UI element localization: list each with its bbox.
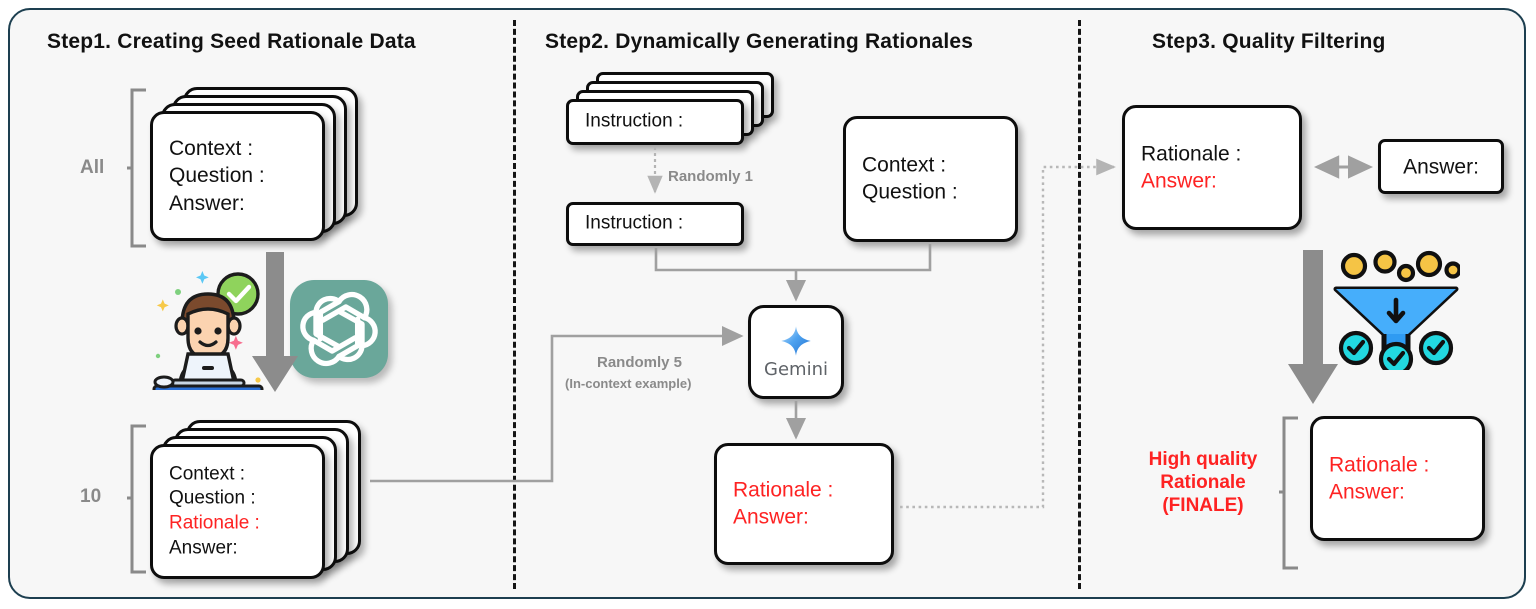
funnel-filter-icon [1333,250,1460,370]
person-at-laptop-icon [152,271,264,390]
gemini-label: Gemini [764,359,828,380]
candidate-rationale-text: Rationale : Answer: [1141,140,1241,195]
randomly-five-label: Randomly 5 [597,354,683,371]
step-divider-2 [1078,20,1081,589]
instruction-pool-text: Instruction : [585,110,684,132]
context-question-text: Context : Question : [862,152,958,207]
gold-answer-text: Answer: [1403,154,1479,178]
seed-card-line-answer: Answer: [169,191,245,215]
gemini-sparkle-icon [781,326,811,356]
context-line: Context : [862,153,947,177]
generated-rationale-text: Rationale : Answer: [733,477,833,532]
step3-down-arrow-icon [1288,250,1338,404]
ten-count-label: 10 [80,486,102,507]
step1-down-arrow-icon [252,252,298,392]
seed-card-line-context: Context : [169,137,254,161]
openai-logo-icon [290,280,388,378]
high-quality-final-label: High quality Rationale (FINALE) [1139,448,1267,518]
final-bracket [1279,416,1298,570]
candidate-rationale-line: Rationale : [1141,142,1242,166]
final-rationale-line: Rationale : [1329,453,1430,477]
final-label-line3: (FINALE) [1162,495,1244,517]
seed-card-text: Context : Question : Answer: [169,135,265,217]
rationale-card-line-context: Context : [169,463,246,485]
generated-rationale-line: Rationale : [733,478,834,502]
candidate-rationale-card[interactable]: Rationale : Answer: [1122,105,1302,230]
context-question-card[interactable]: Context : Question : [843,116,1018,242]
question-line: Question : [862,181,958,204]
gemini-model-card[interactable]: Gemini [748,305,844,399]
all-count-label: All [80,157,105,178]
seed-rationale-card[interactable]: Context : Question : Rationale : Answer: [150,444,325,579]
step1-title: Step1. Creating Seed Rationale Data [47,30,416,53]
rationale-card-line-question: Question : [169,487,256,509]
step-divider-1 [513,20,516,589]
final-rationale-card[interactable]: Rationale : Answer: [1310,416,1485,541]
instruction-selected-text: Instruction : [585,212,684,234]
in-context-example-label: (In-context example) [565,376,692,391]
ten-bracket [127,424,146,574]
final-label-line1: High quality [1148,449,1258,470]
final-rationale-text: Rationale : Answer: [1329,451,1429,506]
instruction-pool-card[interactable]: Instruction : [566,99,744,145]
seed-card-line-question: Question : [169,164,265,188]
rationale-card-line-answer: Answer: [169,537,238,559]
all-bracket [127,88,146,248]
generated-answer-line: Answer: [733,506,809,529]
step2-title: Step2. Dynamically Generating Rationales [545,30,974,53]
seed-data-card[interactable]: Context : Question : Answer: [150,111,325,241]
rationale-card-line-rationale: Rationale : [169,512,260,534]
candidate-answer-line: Answer: [1141,169,1217,193]
rationale-card-text: Context : Question : Rationale : Answer: [169,462,260,561]
final-answer-line: Answer: [1329,480,1405,504]
randomly-one-label: Randomly 1 [668,168,754,185]
final-label-line2: Rationale [1160,472,1246,494]
gold-answer-card[interactable]: Answer: [1378,139,1504,194]
instruction-selected-card[interactable]: Instruction : [566,202,744,246]
generated-rationale-card[interactable]: Rationale : Answer: [714,443,894,565]
step3-title: Step3. Quality Filtering [1152,30,1386,53]
